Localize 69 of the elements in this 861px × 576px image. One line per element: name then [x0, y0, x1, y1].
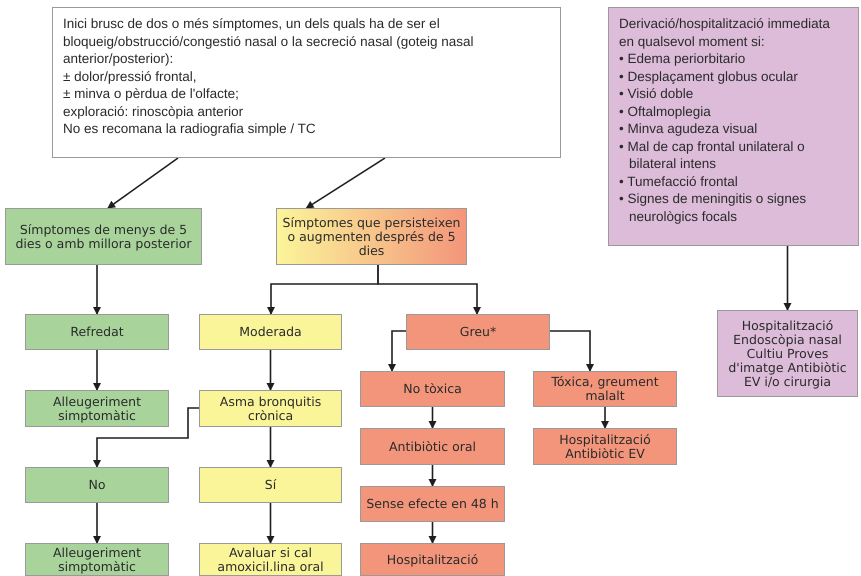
arrow: [107, 157, 178, 209]
box-text: exploració: rinoscòpia anterior: [63, 102, 244, 120]
process-box: [533, 428, 677, 465]
process-box: [717, 310, 858, 397]
process-box: [5, 208, 202, 265]
box-text: Derivació/hospitalització immediata en qualsevol moment si:: [619, 15, 831, 50]
list-item-text: • Signes de meningitis o signes neurològics focals: [619, 190, 808, 226]
process-box: [360, 543, 505, 576]
arrow: [93, 407, 199, 468]
arrow: [93, 265, 101, 315]
list-item-text: • Minva agudeza visual: [619, 120, 758, 138]
box-text: Avaluar si cal amoxicil.lina oral: [216, 546, 325, 574]
arrow: [784, 246, 792, 311]
process-box: [199, 467, 342, 503]
box-text: Hospitalització Endoscòpia nasal Cultiu Proves d'imatge Antibiòtic EV i/o cirurgia: [727, 318, 848, 388]
list-item-text: • Edema periorbitario: [619, 50, 746, 68]
box-text: ± minva o pèrdua de l'olfacte;: [63, 85, 239, 103]
process-box: [25, 543, 169, 576]
arrow: [266, 350, 274, 391]
process-box: [360, 428, 505, 465]
arrow: [266, 503, 274, 544]
process-box: [608, 7, 859, 246]
arrow: [601, 407, 609, 429]
box-text: Moderada: [239, 325, 302, 339]
box-text: Hospitalització Antibiòtic EV: [558, 432, 652, 460]
process-box: [52, 7, 561, 158]
process-box: [276, 208, 467, 265]
arrow: [93, 503, 101, 544]
process-box: [533, 371, 677, 407]
arrow: [428, 465, 436, 487]
arrow: [306, 157, 386, 209]
process-box: [406, 314, 550, 350]
box-text: Sense efecte en 48 h: [366, 497, 499, 511]
process-box: [360, 371, 505, 407]
process-box: [25, 467, 169, 503]
arrow: [388, 330, 406, 372]
process-box: [25, 390, 169, 427]
box-text: Asma bronquitis crònica: [218, 394, 322, 422]
process-box: [199, 543, 342, 576]
box-text: Símptomes que persisteixen o augmenten després de 5 dies: [282, 216, 462, 258]
box-text: Refredat: [70, 325, 124, 339]
process-box: [199, 390, 342, 427]
box-text: Antibiòtic oral: [388, 440, 476, 454]
list-item-text: • Desplaçament globus ocular: [619, 68, 798, 86]
box-text: Hospitalització: [386, 552, 478, 566]
box-text: Sí: [264, 478, 276, 492]
box-text: Greu*: [460, 325, 496, 339]
box-text: Alleugeriment simptomàtic: [52, 394, 142, 422]
list-item-text: • Mal de cap frontal unilateral o bilateral intens: [619, 138, 806, 173]
process-box: [25, 314, 169, 350]
arrow: [550, 330, 594, 372]
box-text: Inici brusc de dos o més símptomes, un dels quals ha de ser el bloqueig/obstrucció/congestió nasal o la secreció nasal (goteig nasal anterior/posterior):: [63, 15, 475, 68]
box-text: ± dolor/pressió frontal,: [63, 68, 196, 86]
box-text: Símptomes de menys de 5 dies o amb millora posterior: [14, 222, 193, 250]
box-text: Tóxica, greument malalt: [550, 375, 660, 403]
box-text: No es recomana la radiografia simple / TC: [63, 120, 316, 138]
arrow: [428, 407, 436, 429]
arrow: [93, 350, 101, 391]
process-box: [199, 314, 342, 350]
list-item-text: • Tumefacció frontal: [619, 172, 738, 190]
arrow: [428, 522, 436, 544]
arrow: [377, 265, 481, 315]
box-text: No: [88, 478, 106, 492]
process-box: [360, 486, 505, 522]
arrow: [266, 427, 274, 468]
box-text: Alleugeriment simptomàtic: [52, 546, 142, 574]
box-text: No tòxica: [403, 382, 462, 396]
list-item-text: • Oftalmoplegia: [619, 102, 712, 120]
list-item-text: • Visió doble: [619, 85, 694, 103]
